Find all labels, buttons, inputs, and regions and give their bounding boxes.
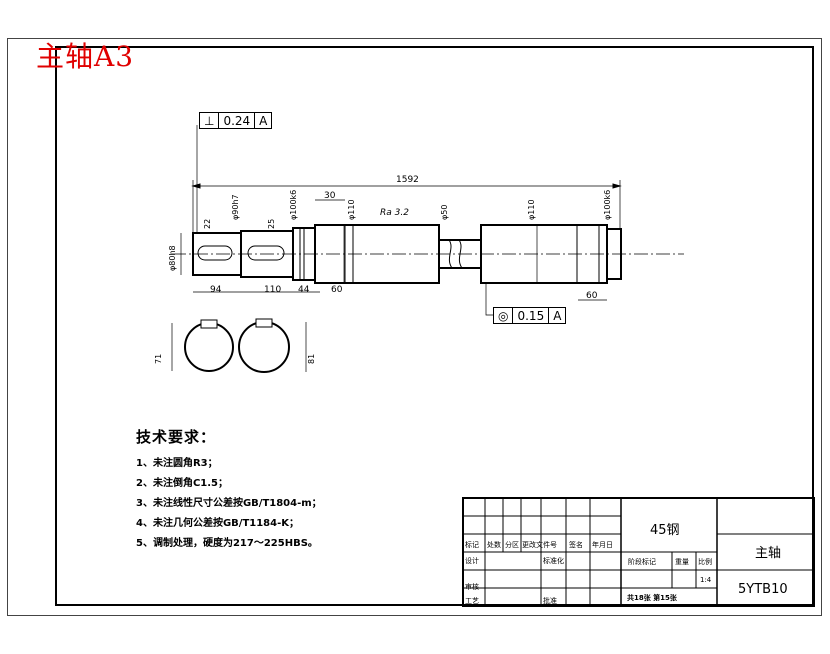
tb-design: 设计 — [465, 557, 479, 565]
tb-standardize: 标准化 — [543, 557, 564, 565]
dim-phi100-right: φ100k6 — [603, 189, 612, 220]
tb-scale-label: 比例 — [698, 558, 712, 566]
shaft-end-right — [606, 228, 622, 280]
title-block — [462, 497, 815, 607]
dim-phi50: φ50 — [440, 204, 449, 220]
perpendicularity-frame: ⊥ 0.24 A — [199, 112, 273, 129]
drawing-number: 5YTB10 — [738, 582, 788, 597]
sheet-info: 共18张 第15张 — [627, 594, 677, 602]
dim-30: 30 — [324, 191, 336, 201]
perpendicularity-datum: A — [259, 113, 268, 128]
dim-60-left: 60 — [331, 285, 343, 295]
dim-phi100-left: φ100k6 — [289, 189, 298, 220]
dim-71: 71 — [154, 353, 163, 364]
tb-stage-mark: 阶段标记 — [628, 558, 656, 566]
dim-25: 25 — [267, 218, 276, 229]
break-line — [448, 239, 463, 269]
section-view-81 — [238, 318, 307, 373]
concentricity-datum: A — [553, 308, 562, 323]
dim-110: 110 — [264, 285, 282, 295]
dim-44: 44 — [298, 285, 310, 295]
dim-overall-length: 1592 — [396, 175, 419, 185]
page-label: 主轴A3 — [36, 40, 135, 73]
tb-check: 审核 — [465, 583, 479, 591]
dim-60-right: 60 — [586, 291, 598, 301]
tb-weight: 重量 — [675, 558, 689, 566]
tb-date: 年月日 — [592, 541, 613, 549]
tech-note: 4、未注几何公差按GB/T1184-K； — [136, 518, 299, 529]
dim-phi110-left: φ110 — [347, 199, 356, 220]
scale-value: 1:4 — [700, 576, 712, 584]
concentricity-icon: ◎ — [494, 308, 514, 323]
drawing-border — [55, 46, 814, 606]
concentricity-value: 0.15 — [513, 308, 550, 323]
tech-note: 1、未注圆角R3； — [136, 458, 218, 469]
dim-22: 22 — [203, 218, 212, 229]
keyway-2 — [247, 245, 285, 261]
concentricity-frame: ◎ 0.15 A — [493, 307, 567, 324]
tech-requirements: 技术要求： 1、未注圆角R3； 2、未注倒角C1.5； 3、未注线性尺寸公差按G… — [136, 426, 322, 554]
tech-requirements-title: 技术要求： — [136, 428, 217, 446]
dim-phi90: φ90h7 — [231, 194, 240, 220]
section-view-71 — [171, 319, 234, 372]
dim-phi110-right: φ110 — [527, 199, 536, 220]
tb-doc-no: 更改文件号 — [522, 541, 557, 549]
roughness-ra32: Ra 3.2 — [380, 208, 409, 218]
tb-zone: 分区 — [505, 541, 519, 549]
part-name: 主轴 — [755, 546, 782, 561]
tech-note: 3、未注线性尺寸公差按GB/T1804-m； — [136, 498, 322, 509]
outer-frame — [7, 38, 822, 616]
dim-phi80: φ80h8 — [168, 245, 177, 271]
tb-sign: 签名 — [569, 541, 583, 549]
tb-process: 工艺 — [465, 597, 479, 605]
tb-mark: 标记 — [465, 541, 479, 549]
keyway-left — [197, 245, 233, 261]
perpendicularity-icon: ⊥ — [200, 113, 220, 128]
dim-81: 81 — [307, 353, 316, 364]
tech-note: 2、未注倒角C1.5； — [136, 478, 229, 489]
perpendicularity-value: 0.24 — [219, 113, 256, 128]
tb-count: 处数 — [487, 541, 501, 549]
tech-note: 5、调制处理，硬度为217～225HBS。 — [136, 538, 318, 549]
tb-approve: 批准 — [543, 597, 557, 605]
shaft-body-right — [480, 224, 608, 284]
material: 45钢 — [650, 523, 680, 538]
dim-94: 94 — [210, 285, 222, 295]
